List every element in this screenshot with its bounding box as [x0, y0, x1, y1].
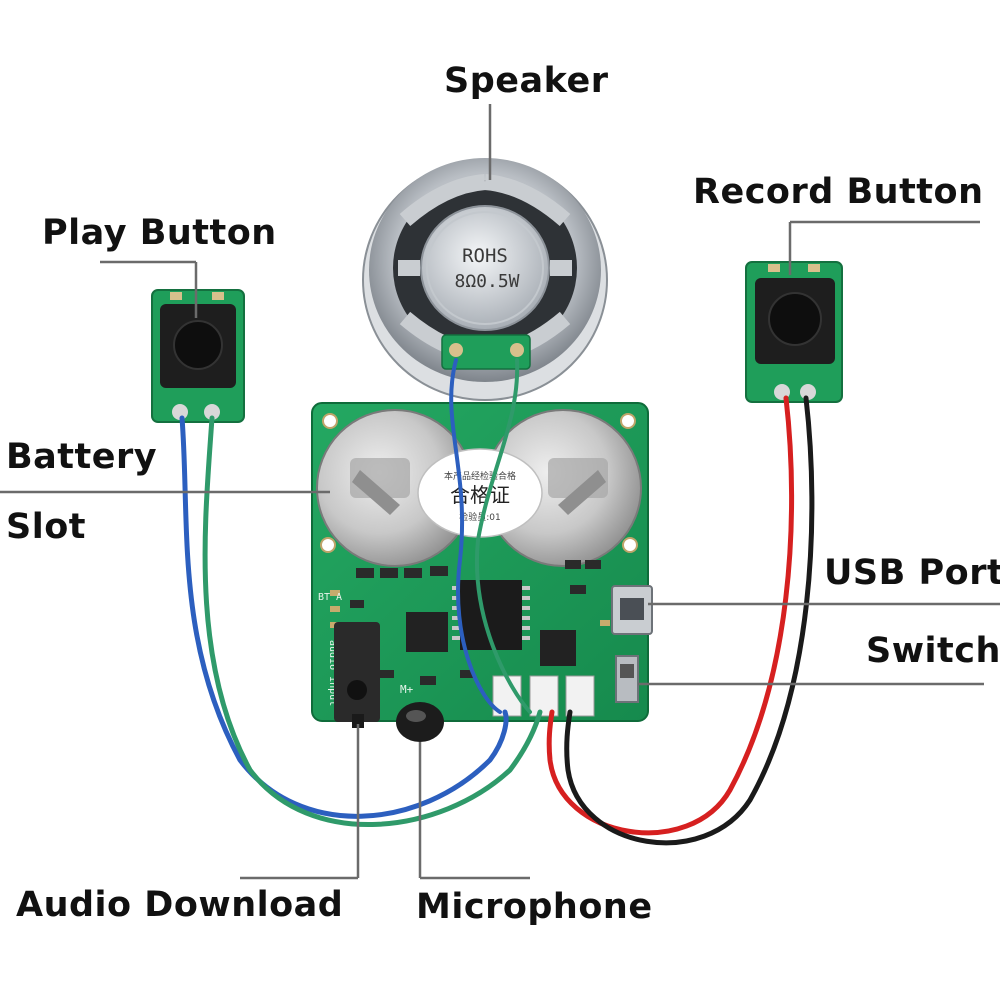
leader-lines — [0, 104, 1000, 880]
pcb-mic-polarity-marking: M+ — [400, 683, 414, 696]
microphone-capsule — [396, 702, 444, 742]
speaker-rating-marking: 8Ω0.5W — [454, 271, 519, 292]
label-microphone: Microphone — [416, 887, 653, 927]
pcb-bt-marking: BT A — [318, 592, 342, 603]
main-pcb: 本产品经检验合格 合格证 检验员:01 — [311, 402, 653, 742]
battery-holder-right — [484, 409, 642, 567]
label-play-button: Play Button — [42, 213, 277, 253]
qc-sticker-top-text: 本产品经检验合格 — [444, 470, 516, 482]
flash-ic — [406, 612, 448, 652]
speaker-brand-marking: ROHS — [462, 245, 508, 267]
speaker: ROHS 8Ω0.5W — [362, 158, 608, 401]
label-audio-download: Audio Download — [16, 885, 344, 925]
label-record-button: Record Button — [693, 172, 984, 212]
record-button-board — [745, 261, 843, 403]
battery-holder-left — [316, 409, 474, 567]
charger-ic — [540, 630, 576, 666]
pcb-audio-input-marking: audio input — [327, 640, 338, 706]
label-usb-port: USB Port — [824, 553, 1000, 593]
audio-jack — [334, 622, 380, 728]
qc-sticker-bottom-text: 检验员:01 — [459, 511, 501, 523]
label-switch: Switch — [866, 631, 1000, 671]
label-battery-slot-line1: Battery — [6, 437, 158, 477]
play-button-board — [151, 289, 245, 423]
qc-sticker: 本产品经检验合格 合格证 检验员:01 — [417, 448, 543, 538]
label-battery-slot-line2: Slot — [6, 507, 86, 547]
wires — [179, 358, 815, 846]
label-speaker: Speaker — [444, 61, 609, 101]
slide-switch — [615, 655, 639, 703]
